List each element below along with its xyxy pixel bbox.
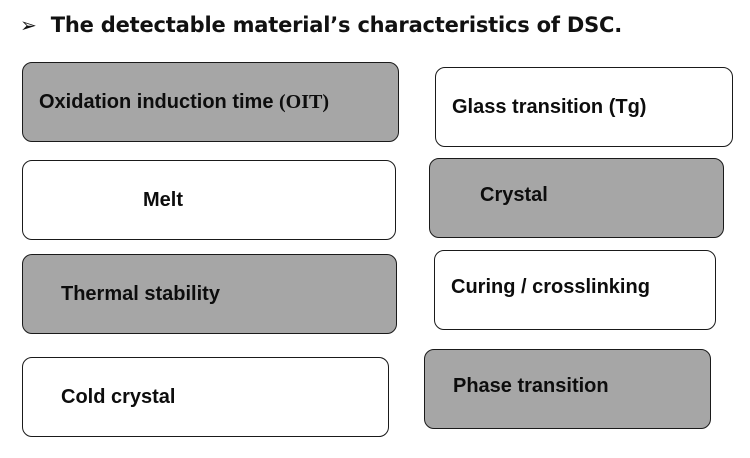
box-phase-transition: Phase transition (424, 349, 711, 429)
box-label: Cold crystal (61, 385, 176, 408)
heading: ➢ The detectable material’s characterist… (20, 8, 622, 42)
box-label: Curing / crosslinking (451, 275, 650, 298)
box-label-abbr: (OIT) (279, 90, 329, 113)
box-glass-transition: Glass transition (Tg) (435, 67, 733, 147)
box-label: Oxidation induction time (OIT) (39, 90, 329, 113)
box-crystal: Crystal (429, 158, 724, 238)
box-curing-crosslinking: Curing / crosslinking (434, 250, 716, 330)
box-label: Glass transition (Tg) (452, 95, 647, 118)
box-label: Melt (143, 188, 183, 211)
box-oxidation-induction-time: Oxidation induction time (OIT) (22, 62, 399, 142)
page-title: The detectable material’s characteristic… (50, 13, 623, 37)
box-label: Thermal stability (61, 282, 220, 305)
box-thermal-stability: Thermal stability (22, 254, 397, 334)
box-label: Phase transition (453, 374, 609, 397)
arrow-bullet-icon: ➢ (20, 13, 37, 37)
box-melt: Melt (22, 160, 396, 240)
box-label: Crystal (480, 183, 548, 206)
box-cold-crystal: Cold crystal (22, 357, 389, 437)
